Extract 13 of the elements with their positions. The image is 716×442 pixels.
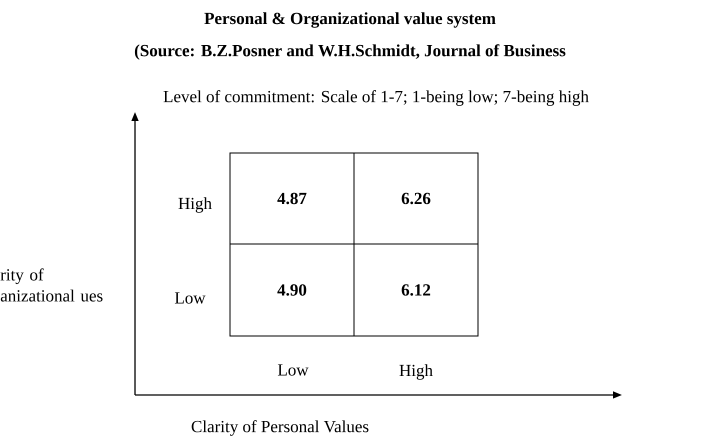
- column-label: High: [399, 364, 433, 380]
- column-label: Low: [278, 364, 308, 376]
- axis-title: Level of commitment: Scale of 1-7; 1-being low; 7-being high: [164, 90, 589, 106]
- table-cell: 4.87: [230, 152, 354, 244]
- row-label: High: [178, 197, 212, 213]
- title: Personal & Organizational value system: [204, 12, 496, 28]
- subtitle: (Source: B.Z.Posner and W.H.Schmidt, Journal of Business: [134, 44, 566, 60]
- axis-label: rity of anizational ues: [0, 268, 103, 302]
- table-cell: 6.12: [354, 244, 478, 336]
- table-cell: 6.26: [354, 152, 478, 244]
- table-cell: 4.90: [230, 244, 354, 336]
- axis-label: Clarity of Personal Values: [192, 420, 368, 436]
- row-label: Low: [174, 292, 206, 304]
